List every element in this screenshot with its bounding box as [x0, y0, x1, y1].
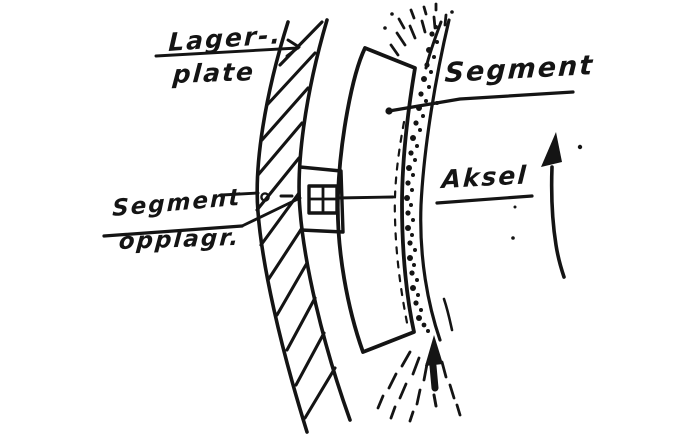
lagerplate-right-edge [297, 18, 352, 422]
segment-pad-outline [335, 46, 417, 354]
lagerplate-left-edge [255, 20, 309, 434]
oil-outflow-spray [383, 2, 454, 57]
label-lagerplate-line1: Lager-. [167, 19, 283, 58]
pivot-centerline-right [335, 195, 395, 200]
label-lagerplate-line2: plate [171, 57, 257, 90]
segment-opplagr-underline [102, 224, 244, 238]
segment-support-pivot [298, 165, 345, 234]
rotation-arrow-icon [541, 132, 583, 279]
label-segment: Segment [443, 50, 595, 90]
oil-inlet-spray [376, 350, 462, 423]
shaft-surface-extra-stroke [442, 297, 454, 332]
segment-pad [335, 46, 417, 354]
oil-inlet-arrow-icon [425, 335, 443, 408]
pivot-centerline-left [220, 191, 260, 197]
leader-lines [102, 38, 575, 238]
lagerplate-underline-leader [154, 46, 300, 58]
shaft-surface-curve [419, 18, 451, 342]
pivot-centerline-ring [260, 192, 270, 202]
label-segment-opplagr-line2: opplagr. [117, 224, 242, 256]
pad-face-dash-dot-line [393, 120, 410, 330]
segment-leader-underline [387, 90, 575, 113]
lagerplate-band [255, 18, 352, 434]
aksel-underline [435, 194, 534, 205]
scan-specks [435, 101, 517, 240]
support-block [298, 165, 345, 234]
label-aksel: Aksel [440, 160, 529, 195]
hatching [255, 20, 337, 420]
segment-opplagr-leader [240, 196, 302, 228]
